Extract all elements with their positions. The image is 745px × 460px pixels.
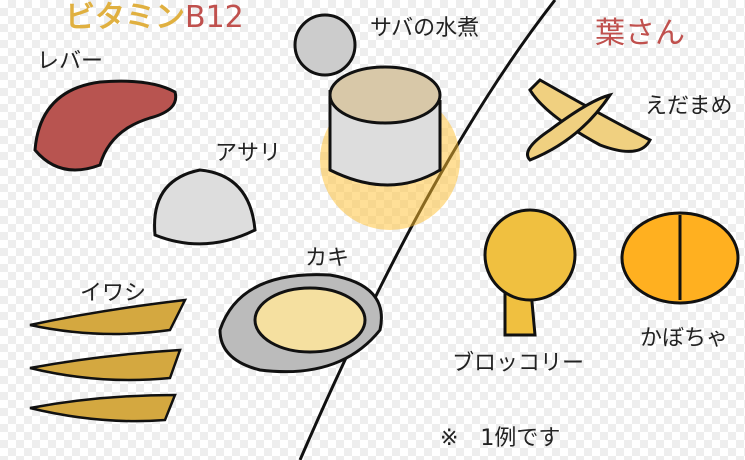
title-code: B12 <box>185 0 244 35</box>
label-edamame: えだまめ <box>645 94 733 119</box>
vitamin-title: ビタミンB12 <box>65 0 244 36</box>
edamame-icon <box>526 78 653 162</box>
pumpkin-icon <box>620 211 740 305</box>
label-broccoli: ブロッコリー <box>452 351 585 376</box>
folate-title: 葉さん <box>595 16 685 51</box>
label-sardine: イワシ <box>80 281 147 306</box>
label-mackerel: サバの水煮 <box>370 16 480 41</box>
title-kana: ビタミン <box>65 0 185 35</box>
label-liver: レバー <box>37 49 104 74</box>
clam-icon <box>153 168 257 246</box>
broccoli-icon <box>483 208 577 337</box>
sardines-icon <box>29 298 188 423</box>
label-pumpkin: かぼちゃ <box>640 326 729 351</box>
footnote: ※ 1例です <box>440 426 561 451</box>
liver-icon <box>33 79 178 172</box>
label-oyster: カキ <box>305 246 350 271</box>
label-clam: アサリ <box>215 141 282 166</box>
can-lid-icon <box>293 13 357 77</box>
